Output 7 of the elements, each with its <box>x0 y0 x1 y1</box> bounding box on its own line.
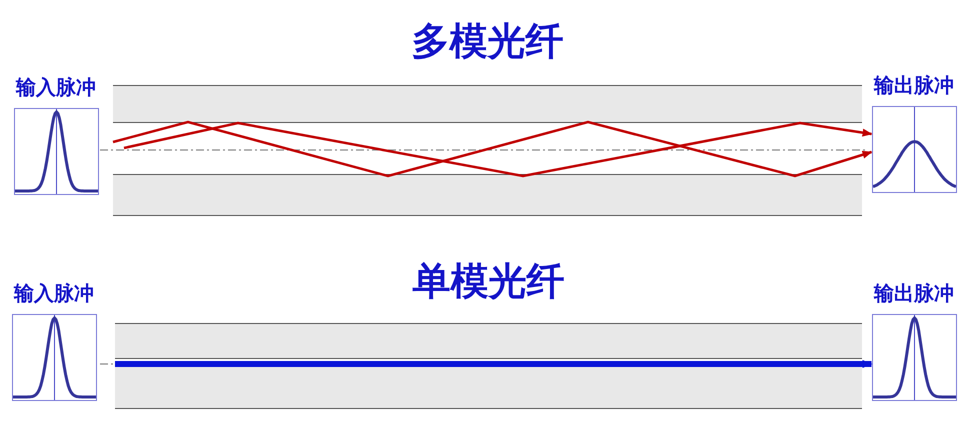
pulse-label: 输入脉冲 <box>16 74 96 100</box>
section-title: 单模光纤 <box>412 258 564 304</box>
pulse-label: 输出脉冲 <box>874 280 954 306</box>
section-title: 多模光纤 <box>412 18 564 64</box>
pulse-label: 输入脉冲 <box>14 280 94 306</box>
light-ray-arrow <box>115 360 872 368</box>
pulse-label: 输出脉冲 <box>874 72 954 98</box>
